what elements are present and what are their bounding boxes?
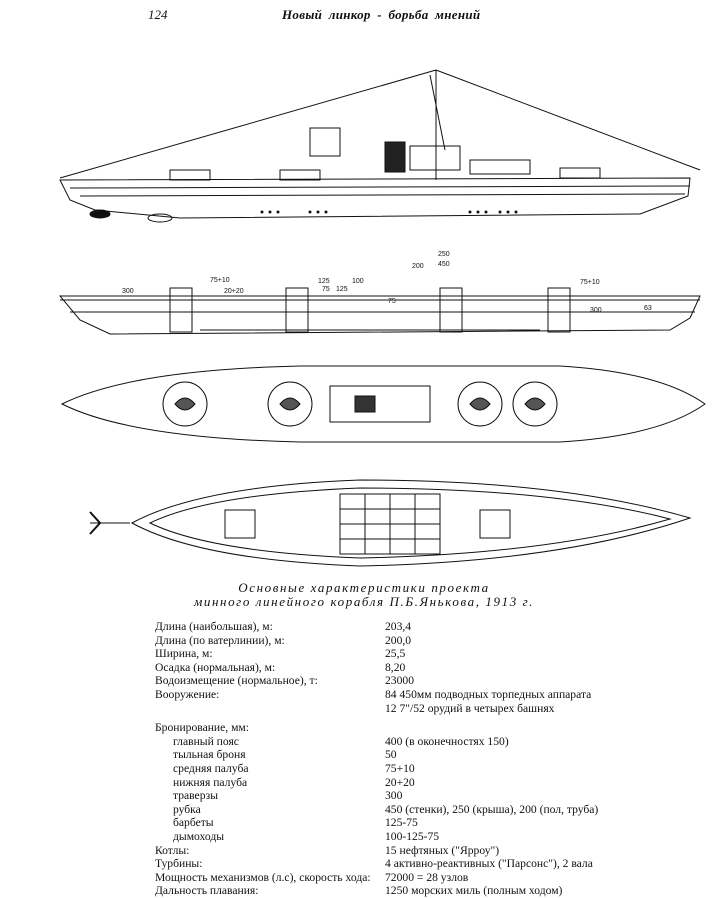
running-title: Новый линкор - борьба мнений <box>282 7 481 22</box>
spec-label: Бронирование, мм: <box>155 721 249 735</box>
spec-label: Турбины: <box>155 857 203 871</box>
spec-row: главный пояс 400 (в оконечностях 150) <box>155 735 715 749</box>
armour-label: 20+20 <box>224 288 244 295</box>
spec-label: траверзы <box>173 789 219 803</box>
spec-row: 12 7"/52 орудий в четырех башнях <box>155 702 715 716</box>
armour-label: 200 <box>412 263 424 270</box>
spec-value: 20+20 <box>385 775 415 789</box>
spec-row: дымоходы 100-125-75 <box>155 830 715 844</box>
spec-row: Осадка (нормальная), м: 8,20 <box>155 661 715 675</box>
specs-table: Длина (наибольшая), м: 203,4 Длина (по в… <box>155 620 715 898</box>
armour-label: 100 <box>352 278 364 285</box>
spec-row: Дальность плавания: 1250 морских миль (п… <box>155 884 715 898</box>
spec-value: 72000 = 28 узлов <box>385 870 469 884</box>
table-caption-line2: минного линейного корабля П.Б.Янькова, 1… <box>193 594 535 609</box>
spec-value: 4 активно-реактивных ("Парсонс"), 2 вала <box>385 857 593 871</box>
armour-label: 75 <box>388 298 396 305</box>
spec-value: 12 7"/52 орудий в четырех башнях <box>385 701 555 715</box>
spec-value: 100-125-75 <box>385 829 440 843</box>
spec-value: 75+10 <box>385 761 415 775</box>
page-number: 124 <box>148 7 168 22</box>
spec-value: 23000 <box>385 674 414 688</box>
armour-label: 63 <box>644 305 652 312</box>
spec-row: Котлы: 15 нефтяных ("Ярроу") <box>155 844 715 858</box>
spec-row: Ширина, м: 25,5 <box>155 647 715 661</box>
spec-label: главный пояс <box>173 734 239 748</box>
spec-value: 400 (в оконечностях 150) <box>385 734 509 748</box>
spec-value: 450 (стенки), 250 (крыша), 200 (пол, тру… <box>385 802 599 816</box>
spec-label: Осадка (нормальная), м: <box>155 660 276 674</box>
spec-row: тыльная броня 50 <box>155 748 715 762</box>
armour-label: 75+10 <box>210 277 230 284</box>
spec-label: барбеты <box>173 816 214 830</box>
armour-label: 75+10 <box>580 279 600 286</box>
table-caption-line1: Основные характеристики проекта <box>238 580 490 595</box>
spec-value: 84 450мм подводных торпедных аппарата <box>385 687 592 701</box>
spec-value: 203,4 <box>385 620 412 633</box>
spec-row: Турбины: 4 активно-реактивных ("Парсонс"… <box>155 857 715 871</box>
spec-row: Водоизмещение (нормальное), т: 23000 <box>155 674 715 688</box>
spec-value: 200,0 <box>385 633 412 647</box>
spec-row: барбеты 125-75 <box>155 816 715 830</box>
spec-label: Вооружение: <box>155 687 220 701</box>
ship-drawings: 75+10 20+20 300 125 100 75 125 75 200 25… <box>58 69 706 567</box>
spec-row: Бронирование, мм: <box>155 721 715 735</box>
spec-row: Мощность механизмов (л.с), скорость хода… <box>155 871 715 885</box>
spec-value: 125-75 <box>385 816 418 830</box>
armour-label: 300 <box>590 307 602 314</box>
side-profile-drawing <box>59 69 701 223</box>
spec-row: Длина (наибольшая), м: 203,4 <box>155 620 715 634</box>
spec-label: Котлы: <box>155 843 190 857</box>
spec-label: Ширина, м: <box>155 647 213 661</box>
spec-row: рубка 450 (стенки), 250 (крыша), 200 (по… <box>155 803 715 817</box>
armour-label: 125 <box>336 286 348 293</box>
armour-label: 450 <box>438 261 450 268</box>
armour-label: 75 <box>322 286 330 293</box>
spec-value: 15 нефтяных ("Ярроу") <box>385 843 500 857</box>
spec-value: 50 <box>385 748 397 762</box>
hull-plan-drawing <box>89 479 692 567</box>
spec-label: средняя палуба <box>173 761 249 775</box>
spec-label: Длина (наибольшая), м: <box>155 620 273 633</box>
armour-label: 300 <box>122 288 134 295</box>
spec-value: 8,20 <box>385 660 406 674</box>
armour-label: 250 <box>438 251 450 258</box>
spec-value: 300 <box>385 789 403 803</box>
spec-row: средняя палуба 75+10 <box>155 762 715 776</box>
armour-profile-drawing <box>58 287 701 335</box>
deck-plan-drawing <box>60 365 706 443</box>
spec-label: Мощность механизмов (л.с), скорость хода… <box>155 870 371 884</box>
spec-label: дымоходы <box>173 829 225 843</box>
spec-row: траверзы 300 <box>155 789 715 803</box>
spec-row: нижняя палуба 20+20 <box>155 776 715 790</box>
spec-value: 25,5 <box>385 647 406 661</box>
spec-label: Водоизмещение (нормальное), т: <box>155 674 318 688</box>
spec-value: 1250 морских миль (полным ходом) <box>385 884 563 898</box>
armour-label: 125 <box>318 278 330 285</box>
spec-label: тыльная броня <box>173 748 246 762</box>
spec-label: нижняя палуба <box>173 775 248 789</box>
spec-label: Длина (по ватерлинии), м: <box>155 633 285 647</box>
spec-row: Вооружение: 84 450мм подводных торпедных… <box>155 688 715 702</box>
spec-label: Дальность плавания: <box>155 884 259 898</box>
spec-row: Длина (по ватерлинии), м: 200,0 <box>155 634 715 648</box>
spec-label: рубка <box>173 802 201 816</box>
